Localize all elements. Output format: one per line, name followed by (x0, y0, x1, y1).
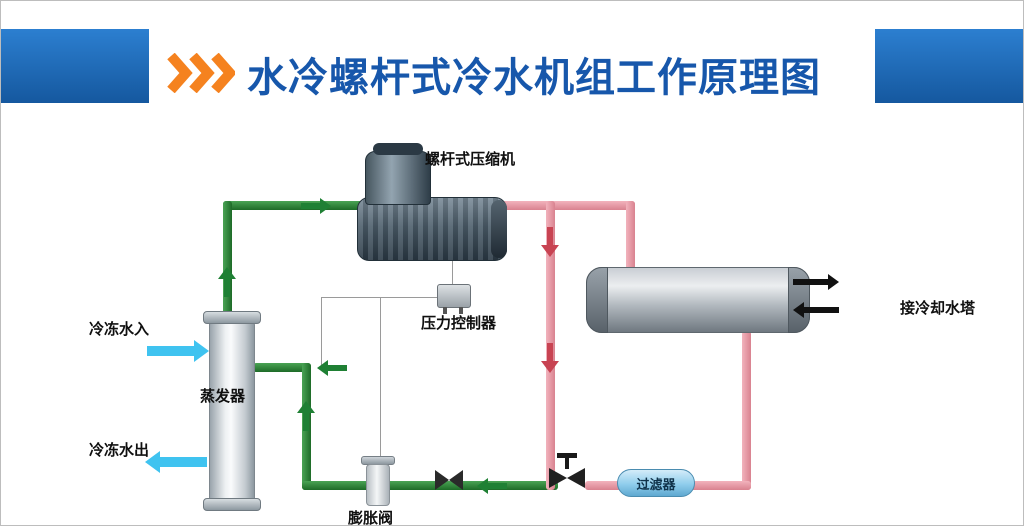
controller-leg (443, 307, 447, 314)
chilled-water-in-label: 冷冻水入 (89, 320, 150, 338)
evaporator-top-flange (203, 311, 261, 324)
evaporator-bottom-flange (203, 498, 261, 511)
condenser (586, 267, 810, 333)
triple-chevron-right-icon (167, 52, 237, 97)
header-bar-right (875, 29, 1023, 103)
suction-pipe-vertical (223, 201, 232, 321)
bypass-pipe-vertical (546, 201, 555, 490)
evaporator-inlet-pipe (253, 363, 311, 372)
control-line-to-valve (380, 297, 381, 457)
liquid-pipe-bottom-green (302, 481, 558, 490)
header-bar-left (1, 29, 149, 103)
control-line-left (321, 297, 322, 365)
compressor-motor (365, 151, 431, 205)
chilled-water-out-arrow-icon (145, 451, 207, 473)
compressor-label: 螺杆式压缩机 (425, 150, 516, 168)
controller-leg (459, 307, 463, 314)
expansion-valve (366, 464, 390, 506)
condenser-inlet-pipe (626, 201, 635, 271)
shutoff-valve-icon (546, 453, 588, 497)
evaporator (209, 319, 255, 511)
inline-valve-icon (435, 467, 463, 497)
condenser-right-cap (788, 267, 810, 333)
compressor-end-cap (491, 200, 507, 258)
evaporator-label: 蒸发器 (200, 387, 246, 405)
pressure-controller-label: 压力控制器 (421, 314, 497, 332)
condenser-left-cap (586, 267, 608, 333)
chilled-water-out-label: 冷冻水出 (89, 441, 150, 459)
filter-drier: 过滤器 (617, 469, 695, 497)
discharge-pipe-horizontal (498, 201, 635, 210)
screw-compressor (357, 197, 507, 261)
controller-sense-line (452, 261, 453, 284)
expansion-valve-label: 膨胀阀 (348, 509, 394, 526)
condenser-outlet-pipe (742, 331, 751, 490)
filter-label: 过滤器 (636, 477, 676, 493)
compressor-motor-cap (373, 143, 423, 155)
page-title: 水冷螺杆式冷水机组工作原理图 (247, 55, 821, 101)
pressure-controller (437, 284, 471, 308)
chilled-water-in-arrow-icon (147, 340, 209, 362)
liquid-riser-pipe (302, 363, 311, 490)
cooling-tower-label: 接冷却水塔 (900, 299, 976, 317)
